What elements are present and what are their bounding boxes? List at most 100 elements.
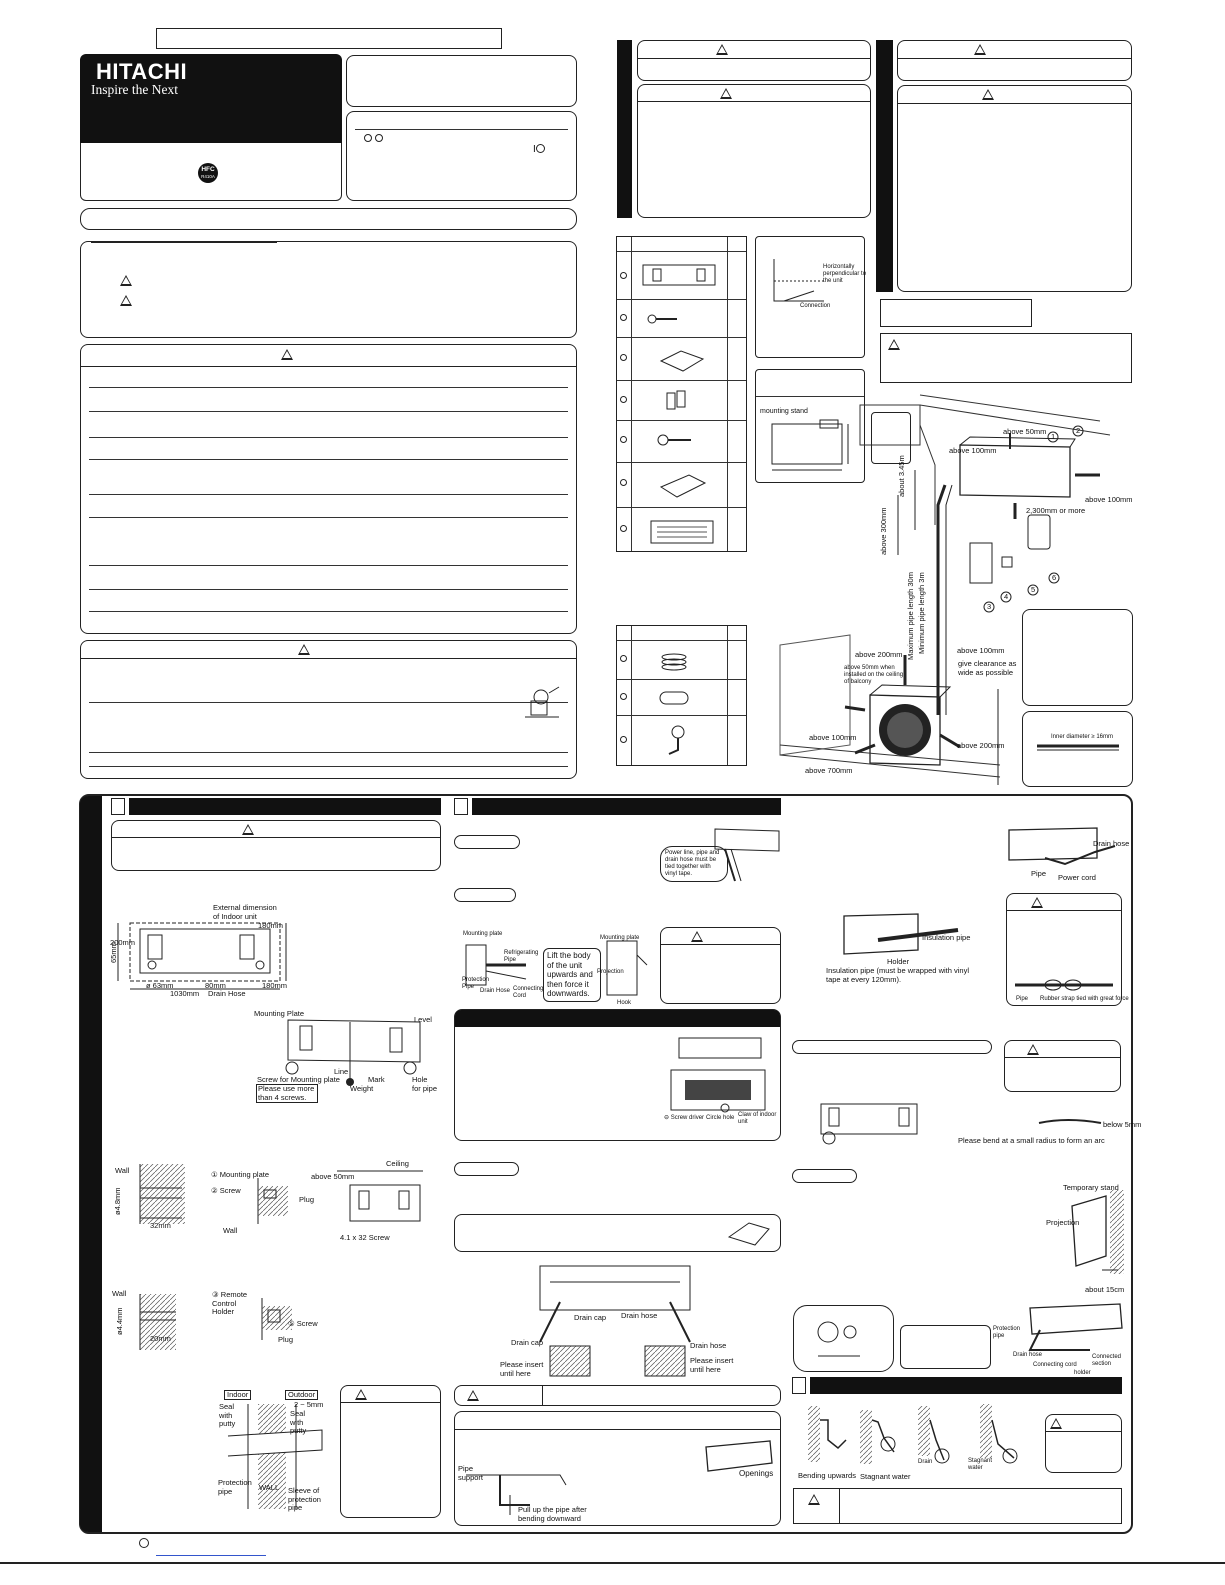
- mount-caution-box: [660, 927, 781, 1004]
- dimension-label: 180mm: [262, 981, 288, 990]
- circle-icon: [620, 436, 627, 443]
- openings-diagram: [705, 1440, 773, 1472]
- warning-section: [80, 344, 577, 634]
- indoor-caution-box: [111, 820, 441, 871]
- sleeve-caution-box: [340, 1385, 441, 1518]
- cushion-icon: [659, 691, 689, 705]
- wall-label: Wall: [115, 1166, 130, 1175]
- safety-precautions-box: [80, 241, 577, 338]
- drain-label: Drain hose: [621, 1311, 658, 1320]
- caution-icon: [467, 1390, 479, 1401]
- callout-number: 1: [1051, 432, 1056, 441]
- header-blank-field: [156, 28, 502, 49]
- brand-block: HITACHI Inspire the Next: [80, 54, 342, 143]
- circle-icon: [364, 134, 372, 142]
- drain-check-label: Stagnant water: [860, 1472, 911, 1481]
- clearance-label: above 200mm: [855, 650, 903, 659]
- air-filter-icon: [650, 520, 714, 544]
- mount-label: Projection: [597, 969, 624, 975]
- wall-sleeve-diagram: [227, 1404, 323, 1509]
- drain-check-label: Stagnant water: [968, 1458, 993, 1471]
- hfc-code-text: R410A: [201, 174, 215, 179]
- mid-warning-box: [637, 40, 871, 81]
- insulation-label: Holder: [887, 957, 910, 966]
- indoor-dimension-diagram: [117, 922, 287, 990]
- wall-label: ø4.8mm: [113, 1187, 122, 1215]
- insulation-caution-box: Pipe Rubber strap tied with great force: [1006, 893, 1129, 1006]
- lift-note: Lift the body of the unit upwards and th…: [543, 948, 601, 1002]
- mounting-stand-diagram: [771, 419, 849, 471]
- clearance-label: above 700mm: [805, 766, 853, 775]
- removal-diagram: [670, 1037, 766, 1113]
- right-warning-box: [897, 40, 1132, 81]
- drain-warning-box: [793, 1488, 1122, 1524]
- drain-label: Drain cap: [574, 1313, 607, 1322]
- dimension-label: Drain Hose: [208, 989, 246, 998]
- mid-caution-box: [637, 84, 871, 218]
- caution-icon: [1031, 897, 1043, 908]
- mounting-plate-diagram: [285, 1019, 421, 1086]
- washer-icon: [661, 653, 687, 671]
- bend-header-box: [792, 1040, 992, 1054]
- step-label-box: [454, 1162, 519, 1176]
- clearance-label: give clearance as wide as possible: [958, 659, 1017, 677]
- pipe-length-label: Maximum pipe length 30m: [906, 572, 915, 660]
- circle-icon: [620, 736, 627, 743]
- caution-icon: [242, 824, 254, 835]
- pipe-length-label: Minimum pipe length 3m: [917, 572, 926, 654]
- removal-box: [454, 1009, 781, 1141]
- footer-link-underline: [156, 1555, 266, 1556]
- pipe-detail-box: [793, 1305, 894, 1372]
- sleeve-label: Seal with putty: [219, 1402, 236, 1428]
- step-label-box: [454, 835, 520, 849]
- remote-holder-diagram: [261, 1298, 292, 1340]
- dimension-label: 80mm: [205, 981, 226, 990]
- sleeve-label: Seal with putty: [290, 1409, 307, 1435]
- bottom-label: Connecting cord: [1033, 1362, 1077, 1368]
- circle-icon: [620, 314, 627, 321]
- remote-control-icon: [659, 474, 707, 498]
- wall-label: ③ Remote Control Holder: [212, 1290, 248, 1316]
- mount-label: Drain Hose: [480, 988, 511, 994]
- section-header-bar: [810, 1377, 1122, 1394]
- insulation-note: Insulation pipe (must be wrapped with vi…: [826, 966, 969, 984]
- connection-label: Horizontally perpendicular to the unit: [823, 264, 867, 284]
- screw-icon: [647, 314, 677, 324]
- hose-label: Drain hose: [1093, 839, 1130, 848]
- caution-section: [80, 640, 577, 779]
- caution-icon: [120, 295, 132, 306]
- drain-note-box: [454, 1214, 781, 1252]
- circle-icon: [620, 525, 627, 532]
- caution-icon: [1050, 1418, 1062, 1429]
- pipe-direction-header: [454, 1385, 781, 1406]
- caution-icon: [298, 644, 310, 655]
- plate-label: Mounting Plate: [254, 1009, 305, 1018]
- clearance-label: above 50mm when installed on the ceiling…: [844, 665, 904, 685]
- plate-note: Please use more than 4 screws.: [256, 1084, 318, 1103]
- plate-label: Mark: [368, 1075, 385, 1084]
- dimension-label: 65mm: [109, 942, 118, 963]
- hose-routing-diagram: [1008, 827, 1116, 866]
- tape-note: Power line, pipe and drain hose must be …: [660, 846, 728, 882]
- hook-diagram: [606, 940, 648, 996]
- temporary-stand-diagram: [1071, 1190, 1124, 1274]
- ceiling-label: 4.1 x 32 Screw: [340, 1233, 390, 1242]
- step-number-box: [111, 798, 125, 815]
- bottom-label: holder: [1074, 1370, 1091, 1376]
- mounting-plate-icon: [642, 264, 716, 286]
- plate-label: Weight: [350, 1084, 374, 1093]
- pipe-direction-box: [454, 1411, 781, 1526]
- hose-label: Pipe: [1031, 869, 1047, 878]
- hand-icon: [727, 1222, 770, 1246]
- sleeve-label: Outdoor: [285, 1390, 319, 1400]
- hfc-badge-text: HFC: [201, 166, 215, 173]
- connection-diagram: [773, 259, 824, 302]
- caution-icon: [982, 89, 994, 100]
- right-title-box: [880, 299, 1032, 327]
- wall-label: ② Screw: [211, 1186, 241, 1195]
- sleeve-label: 2 ~ 5mm: [294, 1400, 324, 1409]
- ceiling-label: above 50mm: [311, 1172, 355, 1181]
- drain-elbow-icon: [668, 725, 685, 755]
- circle-icon: [620, 396, 627, 403]
- drain-diagram: [539, 1265, 691, 1377]
